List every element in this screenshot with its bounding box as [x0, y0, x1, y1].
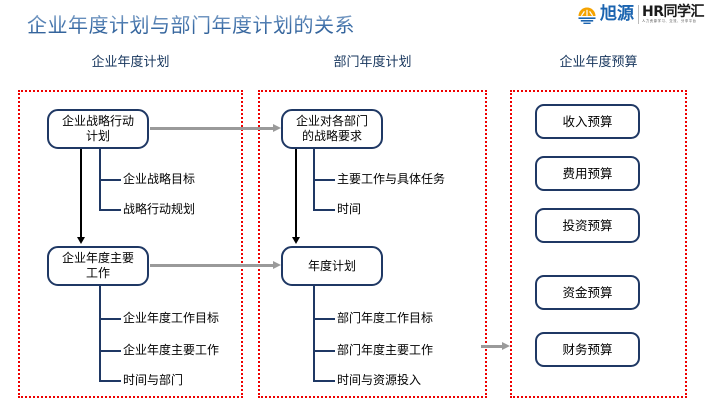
column-header-budget: 企业年度预算	[559, 55, 638, 70]
brand-name-cn: 旭源	[600, 3, 634, 24]
bracket-tick-col1-node1-child0	[99, 179, 121, 181]
leaf-col2-node1-child0: 主要工作与具体任务	[337, 172, 446, 186]
bracket-vertical-col1-node2	[99, 286, 101, 382]
bracket-tick-col1-node1-child1	[99, 209, 121, 211]
bracket-tick-col2-node2-child1	[313, 350, 335, 352]
arrow-col1-node1-to-col2-node1	[150, 124, 281, 132]
brand-tagline: 人力资源学习、交流、分享平台	[642, 18, 697, 23]
leaf-col1-node2-child2: 时间与部门	[123, 373, 184, 387]
bracket-tick-col1-node2-child2	[99, 380, 121, 382]
bracket-tick-col2-node1-child1	[313, 209, 335, 211]
leaf-col1-node2-child1: 企业年度主要工作	[123, 343, 220, 357]
arrow-col2-to-col3	[481, 342, 510, 350]
bracket-tick-col1-node2-child0	[99, 318, 121, 320]
bracket-tick-col2-node2-child0	[313, 318, 335, 320]
node-budget-investment[interactable]: 投资预算	[535, 208, 640, 243]
arrow-down-col2	[292, 149, 300, 244]
node-budget-financial[interactable]: 财务预算	[535, 332, 640, 367]
group-box-department-plan	[258, 90, 487, 398]
brand-logo: 旭源 HR同学汇 人力资源学习、交流、分享平台	[577, 3, 705, 25]
node-budget-revenue[interactable]: 收入预算	[535, 104, 640, 139]
node-strategic-requirements-for-departments[interactable]: 企业对各部门 的战略要求	[281, 109, 383, 149]
node-annual-plan[interactable]: 年度计划	[281, 246, 383, 286]
arrow-down-col1	[77, 149, 85, 244]
group-box-budget	[510, 90, 687, 398]
bracket-tick-col1-node2-child1	[99, 350, 121, 352]
arrow-col1-node2-to-col2-node2	[150, 261, 281, 269]
leaf-col1-node2-child0: 企业年度工作目标	[123, 311, 220, 325]
column-header-enterprise-plan: 企业年度计划	[91, 55, 170, 70]
leaf-col1-node1-child0: 企业战略目标	[123, 172, 196, 186]
sun-rays-icon	[577, 4, 597, 25]
leaf-col2-node1-child1: 时间	[337, 202, 362, 216]
node-enterprise-strategy-action-plan[interactable]: 企业战略行动 计划	[47, 109, 149, 149]
brand-name-box: HR同学汇 人力资源学习、交流、分享平台	[638, 3, 705, 24]
node-budget-capital[interactable]: 资金预算	[535, 275, 640, 310]
group-box-enterprise-plan	[18, 90, 243, 398]
column-header-department-plan: 部门年度计划	[333, 55, 412, 70]
page-title: 企业年度计划与部门年度计划的关系	[27, 13, 355, 37]
bracket-tick-col2-node2-child2	[313, 380, 335, 382]
leaf-col2-node2-child1: 部门年度主要工作	[337, 343, 434, 357]
leaf-col2-node2-child0: 部门年度工作目标	[337, 311, 434, 325]
bracket-vertical-col2-node2	[313, 286, 315, 382]
node-budget-expense[interactable]: 费用预算	[535, 156, 640, 191]
node-enterprise-annual-key-work[interactable]: 企业年度主要 工作	[47, 246, 149, 286]
brand-name-en: HR同学汇	[642, 3, 705, 20]
leaf-col2-node2-child2: 时间与资源投入	[337, 373, 422, 387]
leaf-col1-node1-child1: 战略行动规划	[123, 202, 196, 216]
bracket-tick-col2-node1-child0	[313, 179, 335, 181]
